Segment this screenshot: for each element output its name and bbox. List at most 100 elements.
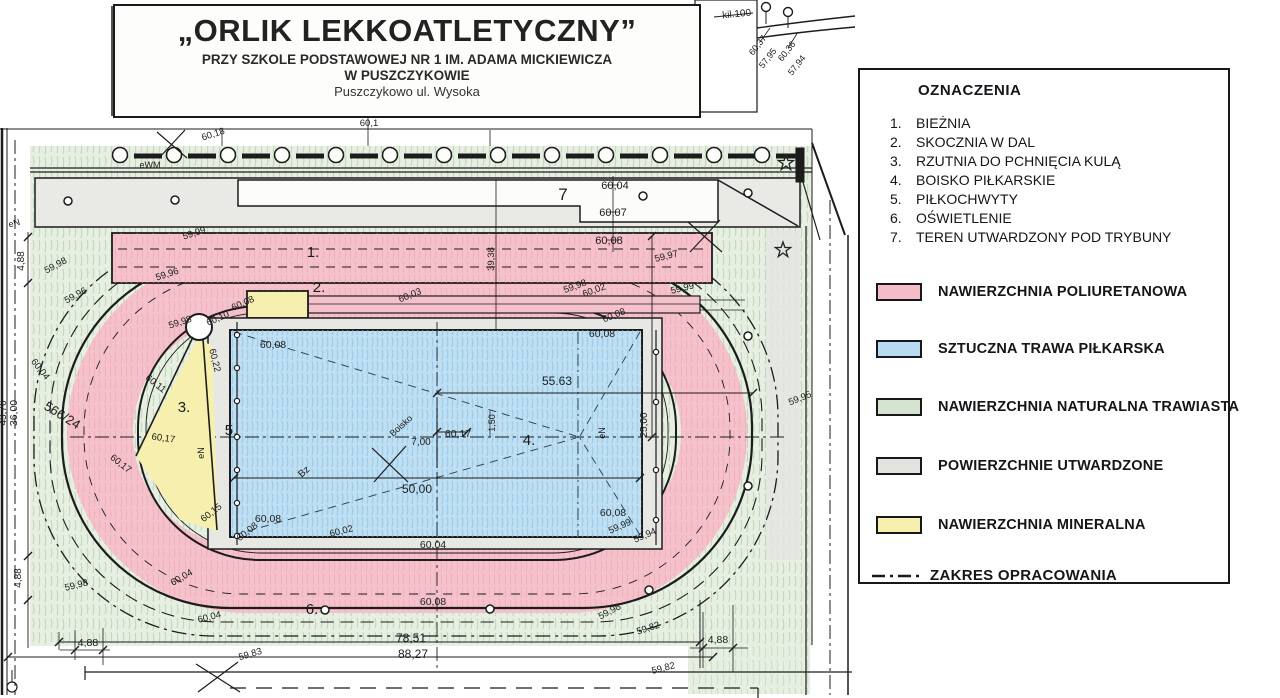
elevation-label: kil.100 xyxy=(722,7,752,21)
dash-dot-line-icon xyxy=(872,574,920,577)
legend-item-number: 5. xyxy=(890,191,902,207)
surface-label: POWIERZCHNIE UTWARDZONE xyxy=(938,458,1164,474)
legend-surface-item: NAWIERZCHNIA NATURALNA TRAWIASTA xyxy=(876,397,1239,417)
elevation-label: 25,00 xyxy=(639,412,650,437)
left-road-edge xyxy=(0,128,16,695)
legend-surface-item: NAWIERZCHNIA MINERALNA xyxy=(876,515,1146,535)
legend-item-number: 7. xyxy=(890,229,902,245)
legend-item-label: RZUTNIA DO PCHNIĘCIA KULĄ xyxy=(916,153,1121,169)
elevation-label: 60,17 xyxy=(445,428,471,440)
legend-surface-item: POWIERZCHNIE UTWARDZONE xyxy=(876,456,1163,476)
legend-item-number: 2. xyxy=(890,134,902,150)
area-number: 1. xyxy=(307,244,320,261)
area-number: 7 xyxy=(558,185,567,204)
survey-marks xyxy=(156,129,795,693)
elevation-label: 60,07 xyxy=(599,207,627,219)
elevation-label: 4,88 xyxy=(78,637,99,649)
legend-heading: OZNACZENIA xyxy=(918,82,1022,99)
elevation-label: 43,76 xyxy=(0,400,9,425)
legend-boundary-item: ZAKRES OPRACOWANIA xyxy=(870,567,1117,584)
dimension-lines xyxy=(3,176,758,672)
legend-item-number: 4. xyxy=(890,172,902,188)
elevation-label: eN xyxy=(196,447,206,459)
title-block: „ORLIK LEKKOATLETYCZNY” PRZY SZKOLE PODS… xyxy=(113,4,701,118)
plan-area-numbers: 1. 2. 3. 4. 5. 6. 7 xyxy=(178,185,568,618)
area-number: 6. xyxy=(306,601,319,618)
legend-numbered-list: 1. BIEŻNIA 2. SKOCZNIA W DAL 3. RZUTNIA … xyxy=(890,114,1171,247)
legend-item-number: 1. xyxy=(890,115,902,131)
legend-item-label: PIŁKOCHWYTY xyxy=(916,191,1018,207)
elevation-label: 60,08 xyxy=(600,507,626,519)
legend-item: 3. RZUTNIA DO PCHNIĘCIA KULĄ xyxy=(890,152,1171,171)
elevation-label: 7,00 xyxy=(411,437,431,448)
area-number: 5. xyxy=(225,422,238,439)
area-number: 3. xyxy=(178,399,191,416)
elevation-label: 59,82 xyxy=(651,660,677,676)
right-road-edge xyxy=(795,129,849,695)
surface-swatch-paved xyxy=(876,457,922,475)
title-address: Puszczykowo ul. Wysoka xyxy=(334,84,480,99)
pitch-markings xyxy=(233,331,641,536)
legend-item-number: 3. xyxy=(890,153,902,169)
elevation-label: 60,08 xyxy=(260,339,286,351)
legend-item: 2. SKOCZNIA W DAL xyxy=(890,133,1171,152)
ball-catch-fence xyxy=(233,322,660,545)
elevation-label: eN xyxy=(597,427,607,439)
surface-label: NAWIERZCHNIA NATURALNA TRAWIASTA xyxy=(938,399,1240,415)
legend-item: 7. TEREN UTWARDZONY POD TRYBUNY xyxy=(890,228,1171,247)
bottom-lines xyxy=(6,666,852,698)
legend-item-label: BOISKO PIŁKARSKIE xyxy=(916,172,1056,188)
elevation-label: 60,04 xyxy=(420,539,446,551)
surface-label: SZTUCZNA TRAWA PIŁKARSKA xyxy=(938,341,1165,357)
title-subtitle-1: PRZY SZKOLE PODSTAWOWEJ NR 1 IM. ADAMA M… xyxy=(201,52,613,67)
elevation-label: 88,27 xyxy=(398,647,428,661)
boundary-label: ZAKRES OPRACOWANIA xyxy=(930,567,1118,584)
area-number: 2. xyxy=(313,279,326,296)
legend-surface-item: NAWIERZCHNIA POLIURETANOWA xyxy=(876,282,1187,302)
elevation-label: 60,17 xyxy=(151,431,176,445)
elevation-label: 60,04 xyxy=(601,180,629,192)
legend-item: 5. PIŁKOCHWYTY xyxy=(890,190,1171,209)
elevation-label: 39,38 xyxy=(486,247,497,271)
elevation-label: 55.63 xyxy=(542,374,572,388)
elevation-label: 60,08 xyxy=(420,596,446,608)
elevation-label: 78,51 xyxy=(396,631,426,645)
elevation-label: 4,88 xyxy=(13,568,24,588)
elevation-label: 59,83 xyxy=(237,646,263,663)
elevation-label: 1,50 xyxy=(487,414,497,432)
surface-label: NAWIERZCHNIA MINERALNA xyxy=(938,517,1146,533)
elevation-label: 4,88 xyxy=(16,251,27,271)
stands-area xyxy=(34,177,801,228)
legend-item-label: BIEŻNIA xyxy=(916,115,971,131)
title-subtitle-2: W PUSZCZYKOWIE xyxy=(344,68,470,83)
surface-swatch-natural-grass xyxy=(876,398,922,416)
surface-swatch-mineral xyxy=(876,516,922,534)
elevation-label: 60,1 xyxy=(360,118,379,129)
track-straight xyxy=(111,232,713,284)
legend-item: 1. BIEŻNIA xyxy=(890,114,1171,133)
running-track xyxy=(60,253,754,613)
elevation-label: 60,08 xyxy=(255,513,281,525)
legend-item: 4. BOISKO PIŁKARSKIE xyxy=(890,171,1171,190)
legend-item-label: TEREN UTWARDZONY POD TRYBUNY xyxy=(916,229,1172,245)
tree-row xyxy=(0,118,812,173)
elevation-label: 36,00 xyxy=(8,400,20,426)
legend-item: 6. OŚWIETLENIE xyxy=(890,209,1171,228)
area-number: 4. xyxy=(523,432,536,449)
page-title: „ORLIK LEKKOATLETYCZNY” xyxy=(177,13,637,48)
elevation-label: 4,88 xyxy=(708,634,729,646)
elevation-label: 50,00 xyxy=(402,482,432,496)
surface-label: NAWIERZCHNIA POLIURETANOWA xyxy=(938,284,1188,300)
long-jump xyxy=(246,290,745,319)
surface-swatch-artificial-turf xyxy=(876,340,922,358)
shot-put xyxy=(135,313,218,531)
lighting-points xyxy=(63,188,753,615)
legend-item-label: SKOCZNIA W DAL xyxy=(916,134,1036,150)
site-plan: kil.10060,3757,9560,3657,9460,1860,1eWM6… xyxy=(0,0,855,698)
legend-item-number: 6. xyxy=(890,210,902,226)
elevation-label: 60,08 xyxy=(589,328,615,340)
elevation-label: 60,08 xyxy=(595,235,623,247)
elevation-label: eN xyxy=(7,217,21,230)
elevation-label: 57,94 xyxy=(786,53,808,77)
